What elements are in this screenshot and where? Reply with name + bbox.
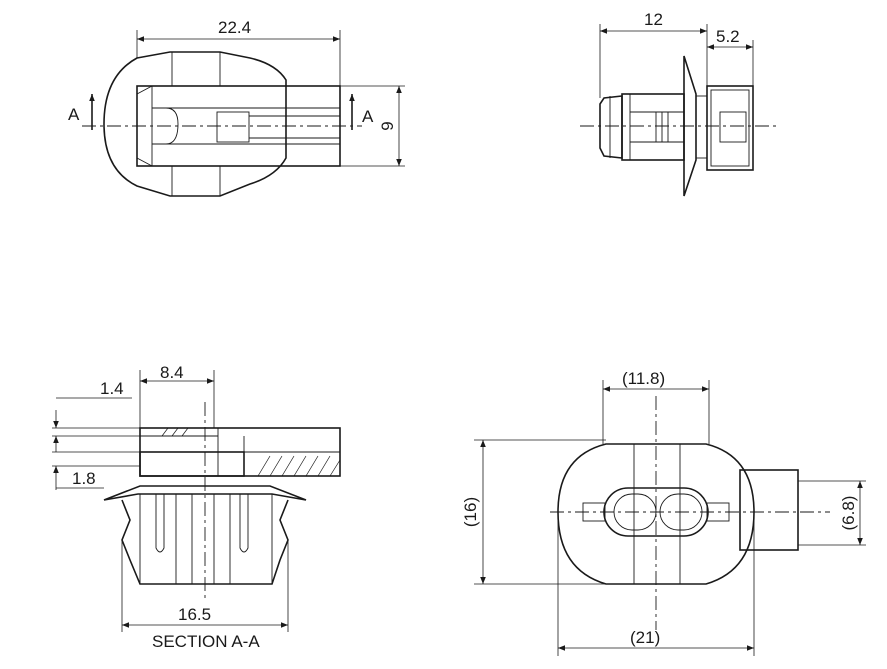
dim-bottom: 16.5: [178, 605, 211, 624]
dim-upper: 1.4: [100, 379, 124, 398]
hatch-area: [161, 427, 341, 477]
top-view: A A 22.4 9: [68, 18, 405, 197]
dim-head: 5.2: [716, 27, 740, 46]
section-mark-right: A: [362, 107, 374, 126]
section-view: 8.4 1.4 1.8 16.5 SECTION A-A: [52, 363, 341, 651]
section-mark-left: A: [68, 105, 80, 124]
dim-top: 8.4: [160, 363, 184, 382]
dim-end-left: (16): [461, 497, 480, 527]
dim-end-top: (11.8): [622, 369, 665, 388]
dim-height: 9: [378, 121, 397, 130]
dim-lower: 1.8: [72, 469, 96, 488]
dim-width: 22.4: [218, 18, 251, 37]
dim-end-bottom: (21): [630, 628, 660, 647]
side-view: 12 5.2: [580, 10, 778, 197]
end-view: (11.8) (16) (6.8) (21): [461, 369, 866, 656]
section-caption: SECTION A-A: [152, 632, 260, 651]
dim-end-right: (6.8): [839, 496, 858, 531]
dim-length: 12: [644, 10, 663, 29]
